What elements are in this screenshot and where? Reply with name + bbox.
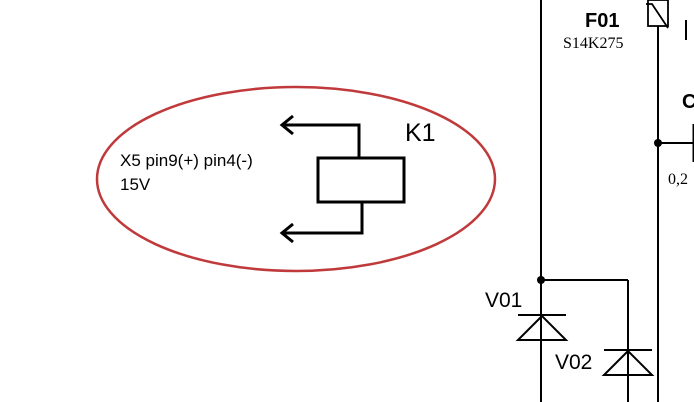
- arrow-head-bottom: [279, 222, 294, 244]
- capacitor-value: 0,2: [668, 171, 688, 188]
- relay-lead-bottom: [284, 202, 364, 235]
- varistor-symbol: [646, 0, 669, 402]
- diode-v02-label: V02: [555, 351, 592, 374]
- annotation-line-1: X5 pin9(+) pin4(-): [120, 151, 253, 170]
- annotation-ellipse: [95, 85, 497, 273]
- capacitor-label: C: [682, 91, 694, 113]
- varistor-label: F01: [585, 10, 619, 32]
- diode-v01-label: V01: [485, 289, 522, 312]
- relay-k1: [279, 114, 406, 244]
- relay-label: K1: [405, 119, 436, 147]
- arrow-head-top: [279, 114, 294, 136]
- relay-lead-top: [284, 123, 361, 158]
- diode-v01-symbol: [515, 314, 569, 341]
- varistor-part: S14K275: [563, 35, 623, 52]
- annotation-line-2: 15V: [120, 175, 151, 194]
- relay-coil: [316, 156, 406, 204]
- diode-v02-symbol: [601, 349, 655, 376]
